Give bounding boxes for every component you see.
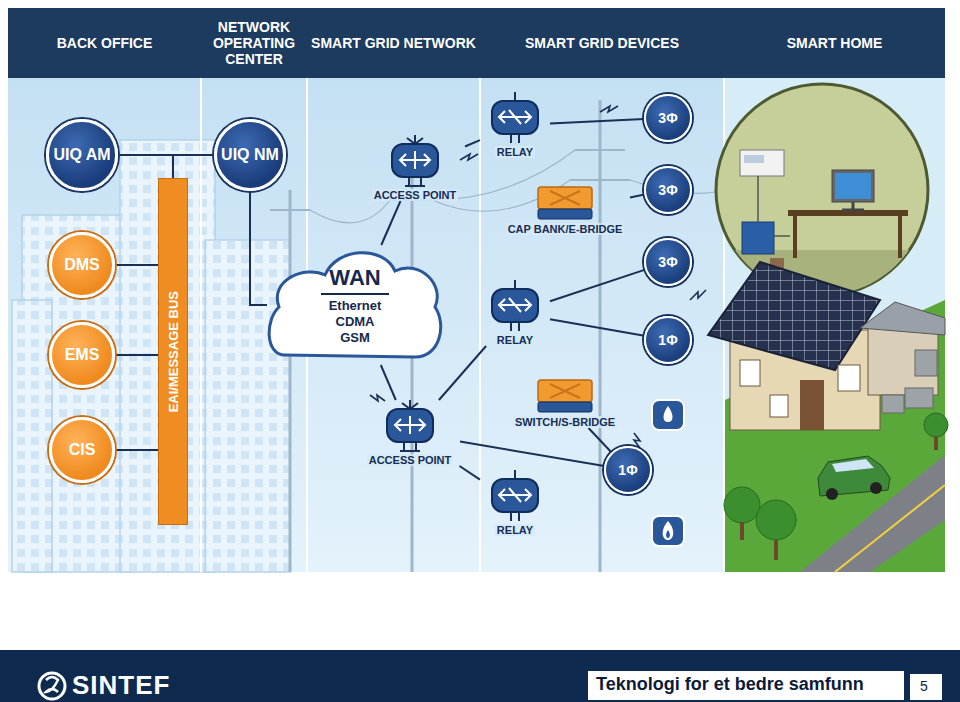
- wan-cloud: WANEthernet CDMA GSM: [265, 245, 445, 365]
- relay-node: RELAY: [480, 92, 550, 158]
- link-line: [460, 466, 481, 480]
- node-text: UIQ AM: [53, 146, 110, 164]
- meter-circle: 1Φ: [644, 316, 692, 364]
- application-circle: CIS: [49, 417, 115, 483]
- link-line: [381, 365, 396, 400]
- link-line: [630, 195, 644, 198]
- logo-text: SINTEF: [72, 670, 170, 701]
- node-text: 1Φ: [618, 462, 637, 478]
- bridge-device: SWITCH/S-BRIDGE: [505, 378, 625, 428]
- node-text: Ethernet CDMA GSM: [320, 298, 390, 346]
- link-line: [550, 270, 645, 302]
- node-text: CAP BANK/E-BRIDGE: [506, 223, 625, 235]
- bridge-device: CAP BANK/E-BRIDGE: [500, 185, 630, 235]
- meter-circle: 3Φ: [644, 238, 692, 286]
- node-text: CIS: [69, 441, 96, 459]
- node-text: RELAY: [495, 524, 535, 536]
- access-point-icon: [382, 400, 438, 452]
- column-header: SMART GRID DEVICES: [480, 8, 724, 78]
- column-header: BACK OFFICE: [8, 8, 201, 78]
- access-point-icon: [387, 135, 443, 187]
- slogan: Teknologi for et bedre samfunn: [596, 674, 864, 695]
- node-text: 3Φ: [658, 182, 677, 198]
- page-number: 5: [920, 678, 928, 694]
- link-line: [465, 140, 480, 146]
- link-line: [115, 449, 158, 451]
- link-line: [589, 428, 612, 453]
- node-text: ACCESS POINT: [372, 189, 459, 201]
- node-text: EAI/MESSAGE BUS: [166, 291, 181, 412]
- meter-circle: 3Φ: [644, 94, 692, 142]
- node-text: NETWORK OPERATING CENTER: [205, 19, 303, 67]
- link-line: [439, 346, 486, 400]
- node-text: EMS: [65, 346, 100, 364]
- application-circle: EMS: [49, 322, 115, 388]
- link-line: [250, 191, 267, 305]
- node-text: SMART GRID NETWORK: [311, 35, 476, 51]
- link-line: [115, 264, 158, 266]
- relay-icon: [487, 92, 543, 144]
- node-text: 3Φ: [658, 110, 677, 126]
- node-text: WAN: [321, 265, 388, 295]
- access-point: ACCESS POINT: [365, 135, 465, 201]
- node-text: SWITCH/S-BRIDGE: [513, 416, 617, 428]
- node-text: ACCESS POINT: [367, 454, 454, 466]
- access-point: ACCESS POINT: [360, 400, 460, 466]
- application-circle: DMS: [49, 232, 115, 298]
- node-text: RELAY: [495, 334, 535, 346]
- link-line: [460, 442, 604, 467]
- bridge-icon: [536, 378, 594, 414]
- node-text: 1Φ: [658, 332, 677, 348]
- relay-node: RELAY: [480, 280, 550, 346]
- message-bus: EAI/MESSAGE BUS: [158, 178, 188, 525]
- node-text: 3Φ: [658, 254, 677, 270]
- link-line: [118, 155, 173, 178]
- system-circle: UIQ AM: [46, 119, 117, 190]
- column-header: SMART HOME: [724, 8, 945, 78]
- meter-circle: 3Φ: [644, 166, 692, 214]
- node-text: DMS: [64, 256, 100, 274]
- column-header: SMART GRID NETWORK: [307, 8, 480, 78]
- bridge-icon: [536, 185, 594, 221]
- node-text: UIQ NM: [221, 146, 279, 164]
- node-text: RELAY: [495, 146, 535, 158]
- node-text: BACK OFFICE: [57, 35, 153, 51]
- relay-node: RELAY: [480, 470, 550, 536]
- relay-icon: [487, 470, 543, 522]
- link-line: [381, 201, 400, 245]
- node-text: SMART HOME: [787, 35, 883, 51]
- node-text: SMART GRID DEVICES: [525, 35, 679, 51]
- link-line: [115, 354, 158, 356]
- relay-icon: [487, 280, 543, 332]
- link-line: [550, 319, 644, 336]
- meter-circle: 1Φ: [604, 446, 652, 494]
- link-line: [550, 119, 644, 123]
- column-header: NETWORK OPERATING CENTER: [201, 8, 307, 78]
- system-circle: UIQ NM: [214, 119, 286, 191]
